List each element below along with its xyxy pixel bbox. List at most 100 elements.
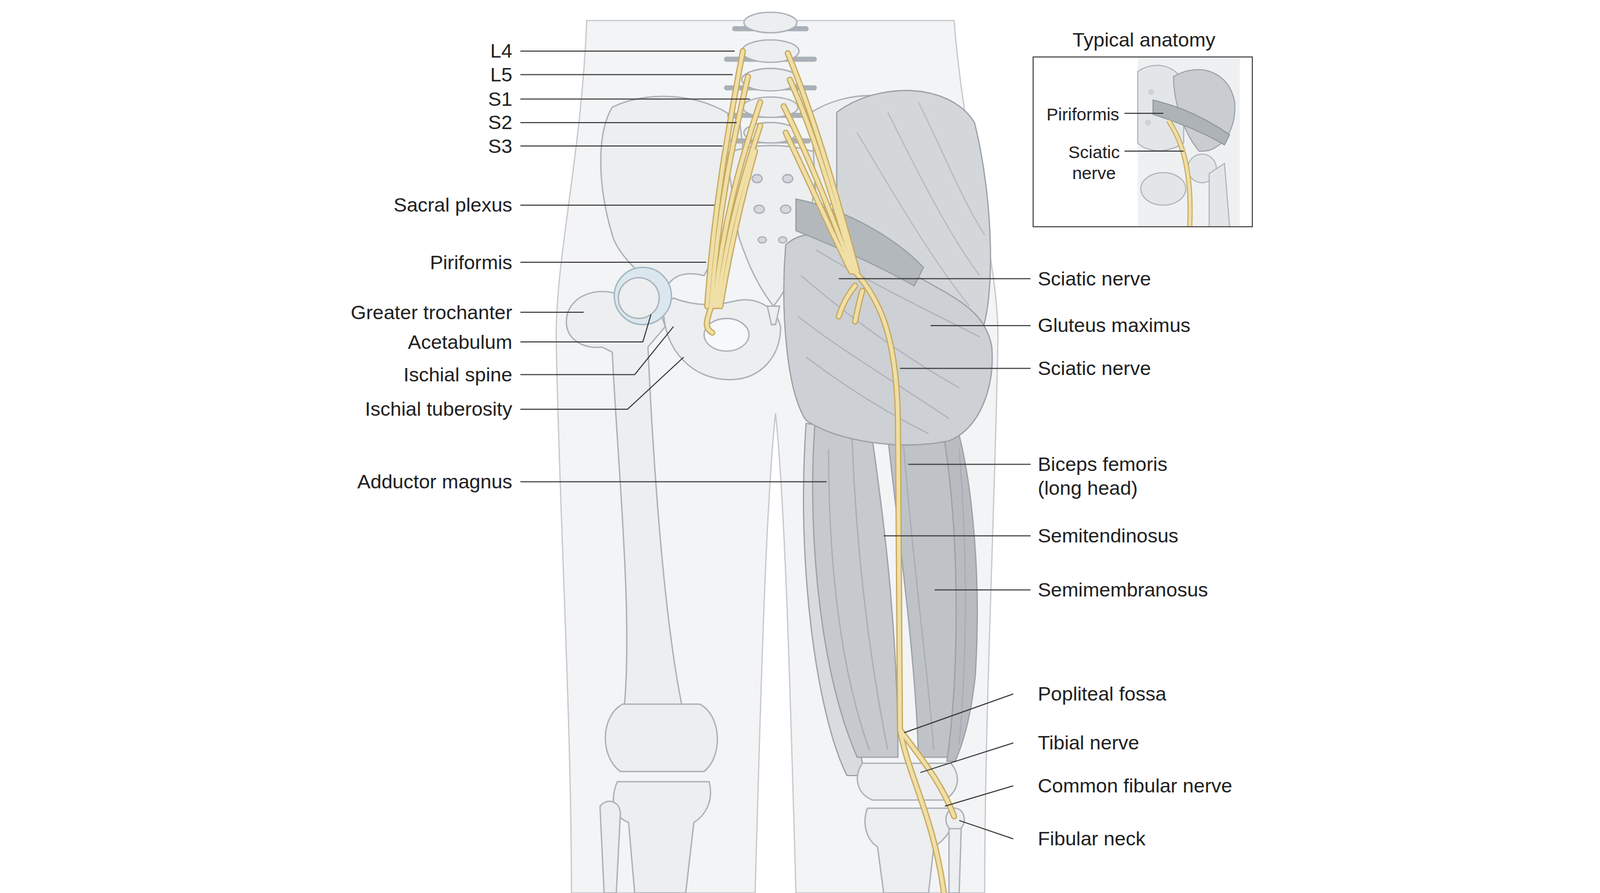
inset-heading: Typical anatomy bbox=[1033, 27, 1255, 52]
leader-line bbox=[1124, 112, 1164, 114]
part-label: S3 bbox=[487, 134, 513, 159]
nerve bbox=[789, 79, 855, 272]
part-label: Fibular neck bbox=[1037, 826, 1146, 851]
nerve bbox=[706, 295, 715, 333]
inset-illustration bbox=[1152, 100, 1230, 145]
part-label: Adductor magnus bbox=[357, 469, 513, 494]
part-label: Acetabulum bbox=[408, 330, 513, 355]
leader-line bbox=[520, 122, 737, 124]
part-label: Greater trochanter bbox=[350, 300, 513, 325]
part-label: Common fibular nerve bbox=[1037, 773, 1232, 798]
nerve bbox=[789, 79, 855, 272]
nerve bbox=[783, 106, 853, 272]
nerve bbox=[900, 729, 955, 817]
vertebra bbox=[752, 174, 763, 183]
part-label: Semimembranosus bbox=[1037, 577, 1209, 602]
bone bbox=[857, 763, 965, 893]
leader-line bbox=[520, 481, 827, 483]
part-label: Semitendinosus bbox=[1037, 523, 1179, 548]
inset-label: Piriformis bbox=[1046, 104, 1120, 125]
inset-illustration bbox=[1168, 120, 1191, 227]
leader-line bbox=[934, 589, 1031, 591]
leader-line bbox=[520, 145, 723, 147]
nerve bbox=[706, 51, 955, 893]
part-label: S2 bbox=[487, 110, 513, 135]
leader-line bbox=[883, 535, 1031, 537]
part-label: S1 bbox=[487, 87, 513, 112]
nerve bbox=[838, 286, 863, 322]
part-label: Ischial spine bbox=[403, 362, 513, 387]
vertebra bbox=[778, 236, 787, 244]
vertebra bbox=[767, 306, 780, 325]
leader-line bbox=[930, 325, 1031, 327]
inset-label: Sciatic nerve bbox=[1047, 141, 1141, 184]
leader-line bbox=[904, 694, 1014, 734]
bone bbox=[618, 277, 660, 319]
nerve bbox=[717, 125, 761, 307]
nerve bbox=[900, 729, 944, 893]
muscle bbox=[940, 402, 978, 762]
leader-line bbox=[520, 356, 684, 410]
part-label: Ischial tuberosity bbox=[365, 397, 513, 421]
bone bbox=[613, 781, 711, 893]
leader-line bbox=[520, 314, 652, 342]
leader-line bbox=[520, 73, 733, 75]
inset-illustration bbox=[1144, 119, 1152, 126]
nerve bbox=[852, 269, 900, 730]
vertebra bbox=[743, 12, 797, 33]
nerve bbox=[720, 151, 756, 307]
leader-line bbox=[900, 368, 1031, 370]
body-outline bbox=[556, 20, 999, 893]
leader-line bbox=[944, 786, 1014, 807]
nerve bbox=[785, 132, 851, 272]
body-outline bbox=[556, 20, 999, 893]
bone bbox=[600, 801, 621, 893]
inset-illustration bbox=[1137, 56, 1241, 227]
nerve bbox=[852, 269, 900, 730]
leader-line bbox=[908, 463, 1031, 466]
inset-illustration bbox=[1147, 88, 1155, 96]
nerve bbox=[783, 106, 853, 272]
bone bbox=[566, 291, 682, 705]
muscle bbox=[783, 90, 992, 776]
leader-line bbox=[520, 51, 1184, 839]
leader-line bbox=[1124, 150, 1184, 152]
part-label: Gluteus maximus bbox=[1037, 313, 1191, 338]
part-label: L4 bbox=[490, 38, 513, 63]
inset-illustration bbox=[1137, 56, 1241, 227]
leader-line bbox=[520, 204, 714, 206]
part-label: Tibial nerve bbox=[1037, 730, 1139, 755]
leader-line bbox=[920, 743, 1014, 773]
part-label: Popliteal fossa bbox=[1037, 681, 1167, 706]
nerve bbox=[900, 729, 955, 817]
vertebra bbox=[782, 174, 794, 183]
leader-line bbox=[520, 98, 750, 100]
bone bbox=[614, 267, 672, 325]
bone bbox=[948, 828, 962, 893]
part-label: L5 bbox=[490, 62, 513, 87]
part-label: Sciatic nerve bbox=[1037, 266, 1152, 291]
inset-illustration bbox=[1209, 163, 1230, 227]
part-label: Biceps femoris (long head) bbox=[1037, 452, 1189, 500]
part-label: Sacral plexus bbox=[393, 193, 513, 217]
nerve bbox=[706, 51, 955, 893]
nerve bbox=[714, 102, 761, 307]
part-label: Piriformis bbox=[429, 250, 513, 275]
nerve bbox=[838, 286, 863, 322]
leader-line bbox=[838, 277, 1031, 280]
leader-line bbox=[520, 261, 706, 263]
leader-line bbox=[520, 326, 674, 375]
inset-box: Typical anatomyPiriformisSciatic nerve bbox=[1032, 56, 1253, 228]
inset-illustration bbox=[1168, 120, 1191, 227]
vertebra bbox=[758, 236, 767, 244]
part-label: Sciatic nerve bbox=[1037, 356, 1152, 381]
vertebra bbox=[780, 205, 792, 214]
bone bbox=[663, 298, 781, 380]
leader-line bbox=[520, 50, 735, 52]
leader-line bbox=[520, 311, 584, 313]
leader-line bbox=[959, 820, 1014, 839]
inset-illustration bbox=[1140, 172, 1186, 206]
bone bbox=[605, 704, 718, 772]
